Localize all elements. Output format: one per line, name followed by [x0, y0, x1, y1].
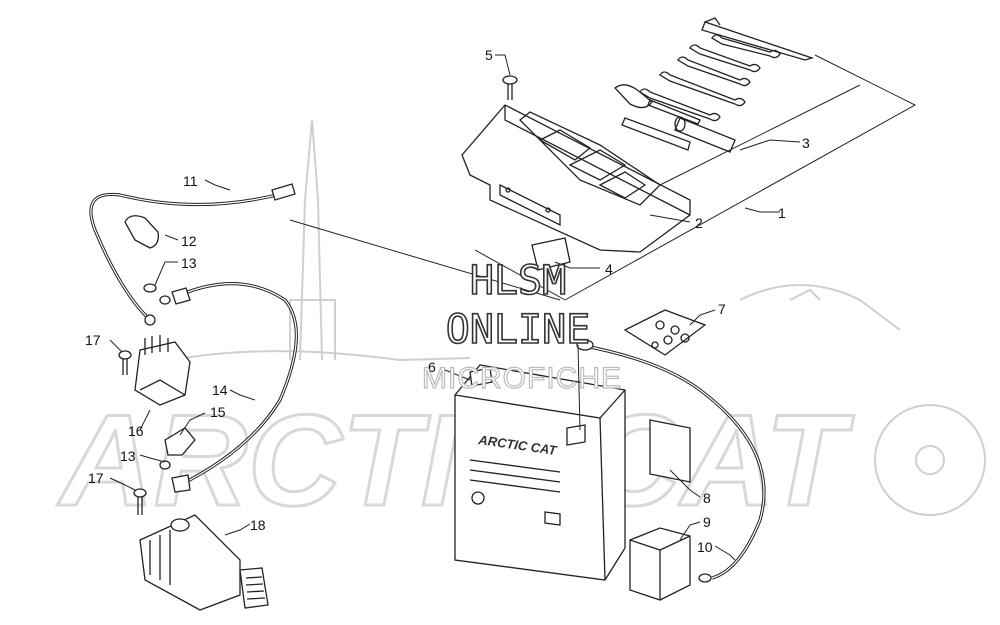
callout-1: 1: [778, 205, 786, 221]
strap-4: [531, 237, 571, 271]
nut-13-top: [143, 283, 171, 305]
leader-lines: [109, 54, 801, 561]
boot-15: [159, 427, 196, 470]
cable-14: [171, 282, 298, 493]
callout-17b: 17: [88, 470, 104, 486]
callout-11: 11: [183, 173, 198, 189]
callout-14: 14: [212, 382, 228, 398]
cable-11: [89, 183, 296, 326]
solenoid-16: [134, 335, 191, 406]
callout-9: 9: [703, 514, 711, 530]
callout-13b: 13: [120, 448, 136, 464]
callout-8: 8: [703, 490, 711, 506]
callout-18: 18: [250, 517, 266, 533]
callout-5: 5: [485, 47, 493, 63]
screw-17-top: [118, 350, 132, 375]
callout-7: 7: [718, 301, 726, 317]
pad-9: [629, 527, 691, 601]
callout-4: 4: [605, 261, 613, 277]
watermark-line-2: ONLINE: [446, 307, 591, 353]
callout-17a: 17: [85, 332, 101, 348]
site-watermark: HLSM ONLINE MICROFICHE: [421, 257, 622, 395]
starter-motor-18: [139, 514, 269, 611]
terminal-kit-7: [623, 309, 707, 356]
callout-2: 2: [695, 215, 703, 231]
callout-numbers: 1 2 3 4 5 6 7 8 9 10 11 12 13 13 14 15 1…: [85, 47, 810, 555]
label-8: [649, 419, 691, 483]
callout-13a: 13: [181, 255, 197, 271]
screw-5: [502, 75, 518, 100]
callout-6: 6: [428, 359, 436, 375]
callout-10: 10: [697, 539, 713, 555]
watermark-line-1: HLSM: [470, 258, 566, 304]
callout-3: 3: [802, 135, 810, 151]
kit-outline: [289, 54, 917, 301]
tool-set: [614, 17, 815, 153]
callout-16: 16: [128, 423, 144, 439]
tool-tray: [461, 104, 691, 253]
cable-10: [576, 339, 766, 583]
callout-12: 12: [181, 233, 197, 249]
battery-6: ARCTIC CAT: [454, 364, 626, 581]
screw-17-bottom: [133, 488, 147, 515]
callout-15: 15: [210, 404, 226, 420]
boot-12: [124, 215, 159, 249]
watermark-line-3: MICROFICHE: [422, 362, 622, 395]
